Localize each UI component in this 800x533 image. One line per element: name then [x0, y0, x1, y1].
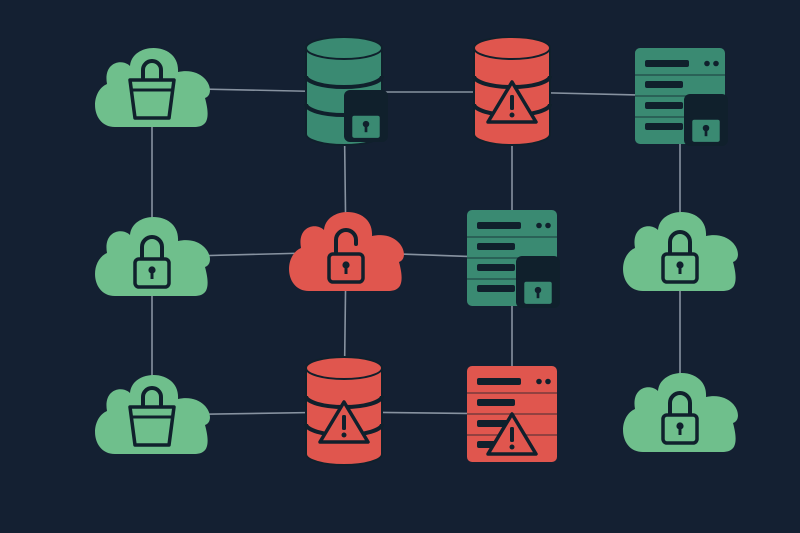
warning-mark: [510, 95, 514, 110]
server-led: [704, 60, 710, 67]
lock-keyhole-slot: [344, 265, 348, 274]
cloud-shape: [289, 211, 404, 291]
lock-keyhole-slot: [678, 426, 682, 435]
server-slot: [477, 222, 521, 229]
server-slot: [477, 243, 515, 250]
warning-dot: [509, 112, 515, 118]
secure-cloud-icon: [95, 47, 210, 127]
bucket-body: [128, 78, 176, 120]
server-led: [536, 222, 542, 229]
server-slot: [477, 285, 515, 292]
database-top: [473, 36, 551, 60]
server-slot: [645, 102, 683, 109]
secure-cloud-icon: [95, 374, 210, 454]
secure-server-icon: [635, 48, 728, 146]
cloud-shape: [623, 372, 738, 452]
warning-mark: [342, 415, 346, 430]
secure-cloud-icon: [95, 216, 210, 296]
cloud-shape: [95, 216, 210, 296]
lock-keyhole-slot: [150, 270, 154, 279]
secure-server-icon: [467, 210, 560, 308]
server-led: [545, 378, 551, 385]
warning-dot: [341, 432, 347, 438]
database-top: [305, 356, 383, 380]
alert-cloud-icon: [289, 211, 404, 291]
cloud-shape: [623, 211, 738, 291]
database-band: [304, 75, 384, 89]
secure-cloud-icon: [623, 211, 738, 291]
secure-cloud-icon: [623, 372, 738, 452]
database-top: [305, 36, 383, 60]
server-slot: [477, 378, 521, 385]
server-led: [536, 378, 542, 385]
lock-keyhole-slot: [704, 128, 708, 137]
bucket-body: [128, 405, 176, 447]
server-led: [713, 60, 719, 67]
nodes: [95, 36, 738, 466]
lock-keyhole-slot: [536, 290, 540, 299]
server-led: [545, 222, 551, 229]
secure-database-icon: [304, 36, 388, 146]
alert-server-icon: [467, 366, 557, 462]
alert-database-icon: [472, 36, 552, 146]
warning-dot: [509, 444, 515, 450]
lock-shackle: [355, 92, 377, 116]
lock-keyhole-slot: [678, 265, 682, 274]
server-slot: [645, 81, 683, 88]
lock-shackle: [668, 391, 692, 417]
server-slot: [645, 60, 689, 67]
lock-keyhole-slot: [364, 124, 368, 133]
bucket-handle: [141, 59, 163, 80]
lock-shackle: [334, 228, 358, 254]
lock-shackle: [140, 235, 164, 261]
lock-shackle: [668, 230, 692, 256]
alert-database-icon: [304, 356, 384, 466]
lock-shackle: [695, 96, 717, 120]
bucket-handle: [141, 386, 163, 407]
server-slot: [477, 264, 515, 271]
lock-shackle: [527, 258, 549, 282]
warning-mark: [510, 427, 514, 442]
server-slot: [477, 399, 515, 406]
server-slot: [645, 123, 683, 130]
